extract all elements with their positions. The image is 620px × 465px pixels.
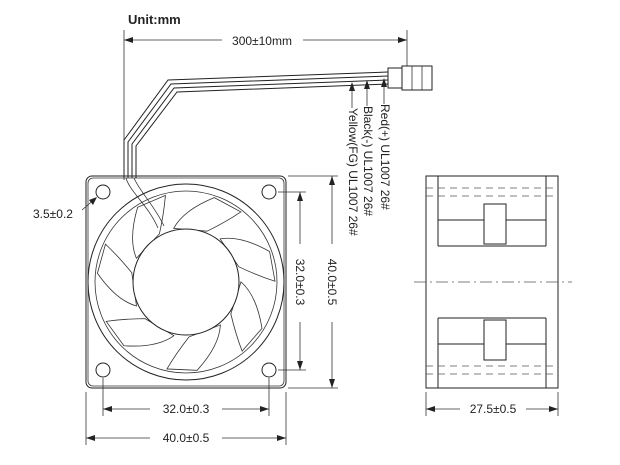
fan-blade bbox=[105, 318, 175, 347]
thickness-dimension: 27.5±0.5 bbox=[425, 392, 559, 416]
wire-label-black: Black(-) UL1007 26# bbox=[361, 106, 375, 216]
hole-spacing-horizontal-dimension: 32.0±0.3 bbox=[102, 378, 270, 416]
side-tab-top bbox=[483, 203, 507, 245]
frame-width-label: 40.0±0.5 bbox=[163, 431, 210, 445]
thickness-label: 27.5±0.5 bbox=[470, 402, 517, 416]
hole-spacing-horizontal-label: 32.0±0.3 bbox=[163, 402, 210, 416]
frame-height-label: 40.0±0.5 bbox=[325, 259, 339, 306]
wire-leaders bbox=[349, 78, 387, 108]
fan-cable bbox=[123, 71, 389, 229]
corner-radius-label: 3.5±0.2 bbox=[33, 207, 73, 221]
fan-blade bbox=[96, 243, 137, 307]
mount-hole-top-left bbox=[95, 184, 111, 200]
wire-connector bbox=[387, 65, 433, 91]
cable-length-label: 300±10mm bbox=[232, 34, 292, 48]
mount-hole-top-right bbox=[261, 184, 277, 200]
side-tab-bottom bbox=[483, 319, 507, 361]
corner-radius-dimension: 3.5±0.2 bbox=[33, 197, 97, 221]
fan-front-view bbox=[85, 175, 287, 389]
mount-hole-bottom-left bbox=[95, 362, 111, 378]
hole-spacing-vertical-dimension: 32.0±0.3 bbox=[278, 191, 307, 371]
fan-side-view bbox=[414, 175, 572, 389]
cable-length-dimension: 300±10mm bbox=[123, 30, 408, 180]
fan-hub bbox=[132, 228, 240, 336]
fan-blade bbox=[172, 197, 242, 232]
fan-blade bbox=[166, 324, 221, 371]
mount-hole-bottom-right bbox=[261, 362, 277, 378]
wire-label-yellow: Yellow(FG) UL1007 26# bbox=[346, 108, 360, 236]
frame-height-dimension: 40.0±0.5 bbox=[288, 175, 339, 389]
fan-blade bbox=[230, 281, 263, 352]
wire-label-red: Red(+) UL1007 26# bbox=[378, 104, 392, 210]
frame-width-dimension: 40.0±0.5 bbox=[85, 392, 287, 445]
fan-blade bbox=[132, 194, 166, 259]
unit-label: Unit:mm bbox=[128, 12, 181, 27]
fan-blades bbox=[96, 194, 276, 371]
fan-blade bbox=[219, 237, 276, 282]
hole-spacing-vertical-label: 32.0±0.3 bbox=[293, 259, 307, 306]
